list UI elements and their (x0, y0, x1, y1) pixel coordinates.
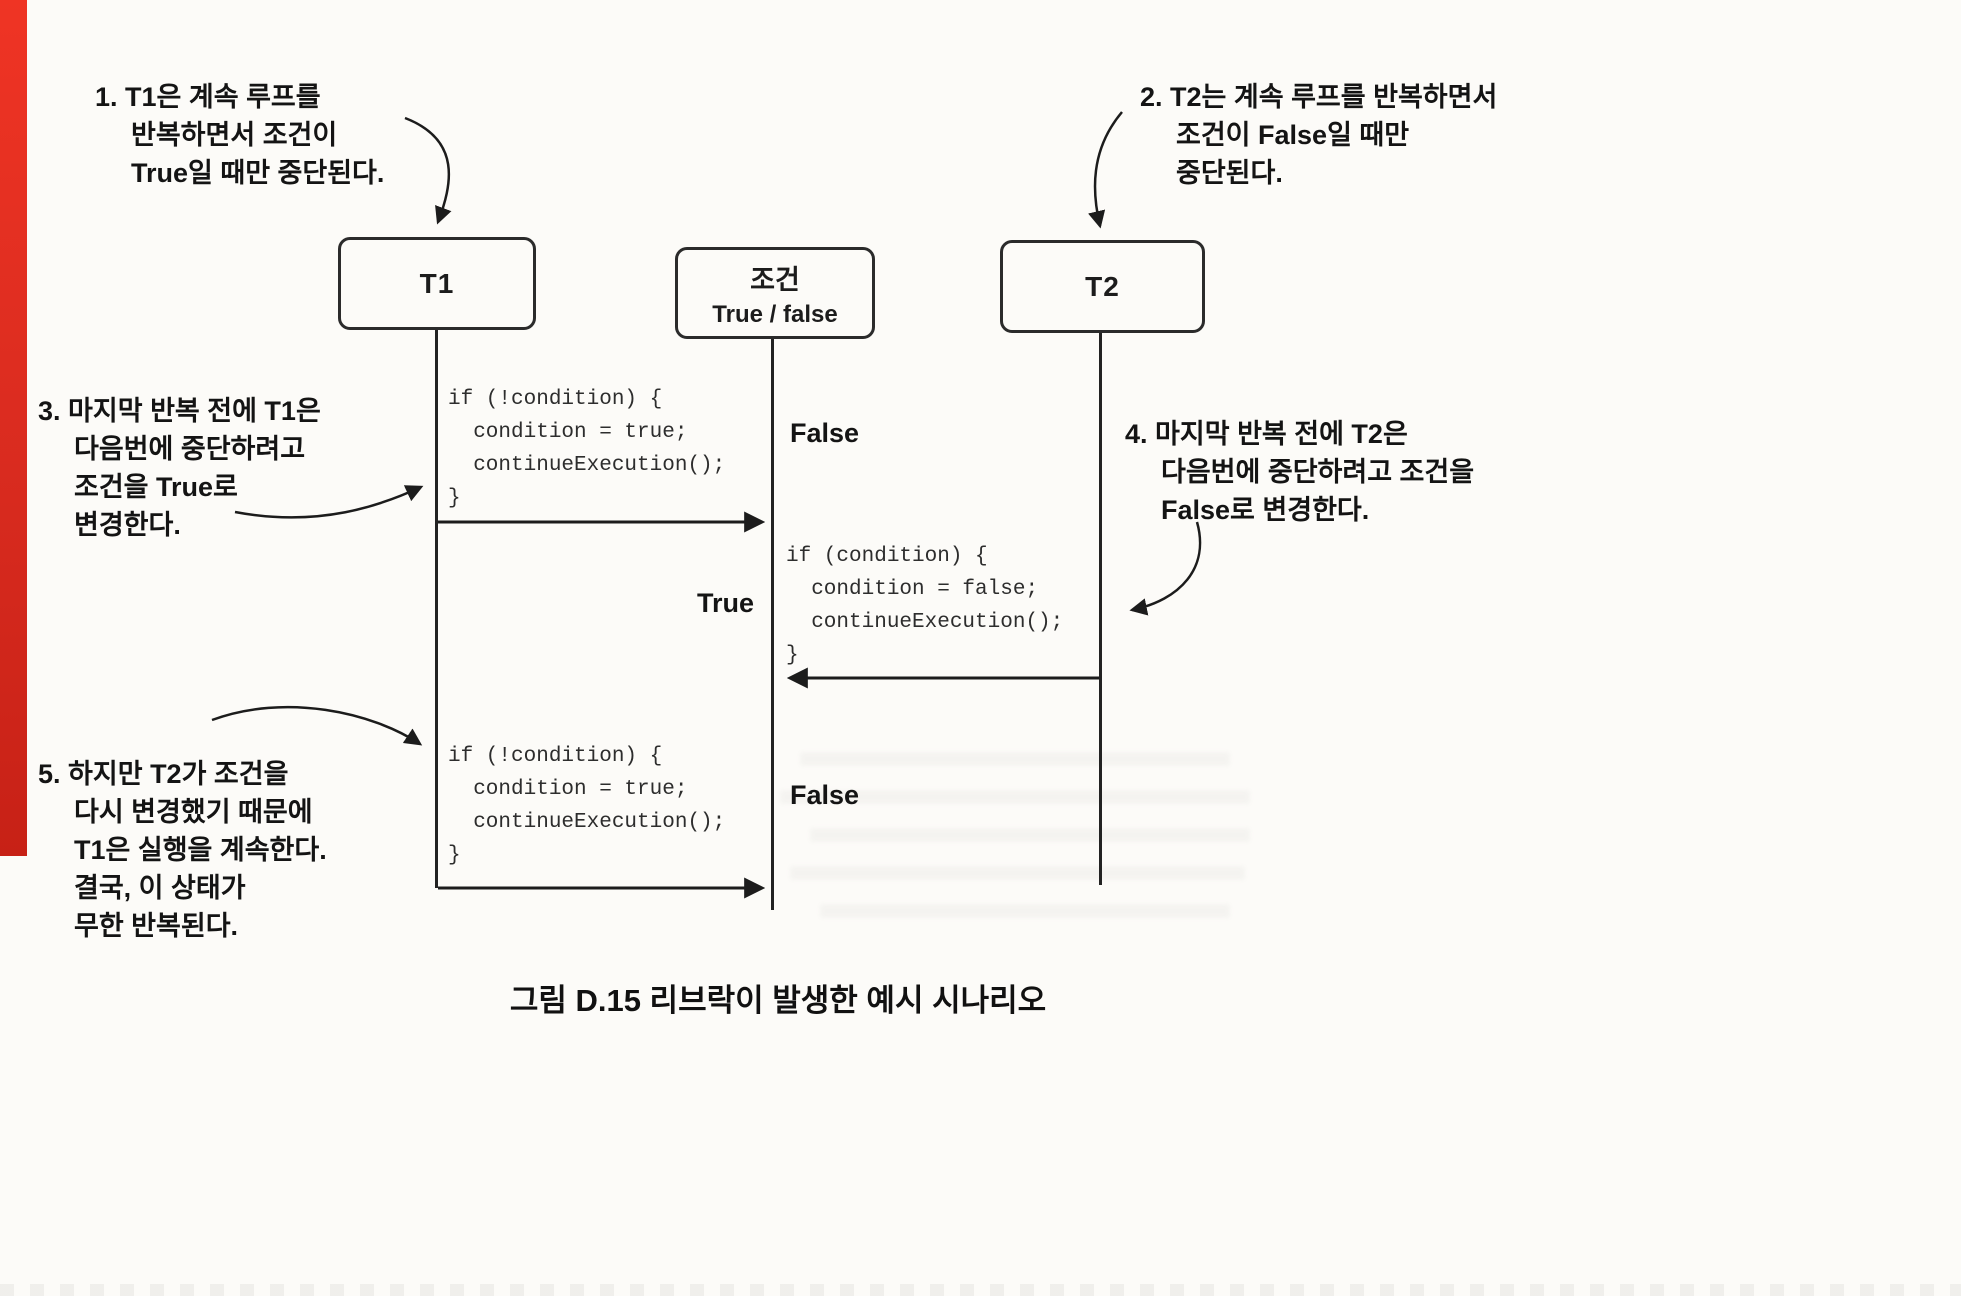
annotation-text: 다음번에 중단하려고 조건을 (1161, 457, 1475, 487)
bleed-through-artifact (790, 866, 1245, 880)
bleed-through-artifact (810, 828, 1250, 842)
code-line: continueExecution(); (448, 454, 726, 477)
code-line: if (!condition) { (448, 388, 663, 411)
node-condition-subtitle: True / false (712, 300, 838, 328)
code-line: continueExecution(); (448, 811, 726, 834)
annotation-3: 3. 마지막 반복 전에 T1은 다음번에 중단하려고 조건을 True로 변경… (38, 392, 321, 544)
node-condition: 조건 True / false (675, 247, 875, 339)
annotation-text: 조건이 False일 때만 (1176, 120, 1410, 150)
annotation-number: 2. (1140, 82, 1163, 112)
node-t1-label: T1 (419, 267, 455, 299)
annotation-number: 3. (38, 396, 61, 426)
code-line: } (448, 487, 461, 510)
annotation-text: 다시 변경했기 때문에 (74, 797, 313, 827)
annotation-text: 변경한다. (74, 510, 181, 540)
annotation-2: 2. T2는 계속 루프를 반복하면서 조건이 False일 때만 중단된다. (1140, 78, 1497, 192)
bleed-through-artifact (780, 790, 1250, 804)
annotation-1-arrow (404, 116, 452, 225)
code-block-t1-repeat: if (!condition) { condition = true; cont… (448, 740, 725, 872)
node-condition-title: 조건 (750, 264, 800, 295)
state-label-false-2: False (790, 780, 860, 810)
scan-red-strip (0, 0, 27, 856)
annotation-text: True일 때만 중단된다. (131, 158, 385, 188)
annotation-text: T1은 계속 루프를 (125, 82, 321, 112)
annotation-2-arrow (1088, 111, 1123, 229)
annotation-number: 1. (95, 82, 118, 112)
annotation-text: 반복하면서 조건이 (131, 120, 338, 150)
node-t2: T2 (1000, 240, 1205, 333)
annotation-text: T1은 실행을 계속한다. (74, 835, 327, 865)
figure-caption: 그림 D.15 리브락이 발생한 예시 시나리오 (509, 983, 1047, 1018)
code-line: } (786, 644, 799, 667)
code-block-t1-first: if (!condition) { condition = true; cont… (448, 383, 725, 515)
state-label-false-1: False (790, 418, 860, 448)
annotation-text: 중단된다. (1176, 158, 1283, 188)
code-line: } (448, 844, 461, 867)
annotation-text: 조건을 True로 (74, 472, 238, 502)
state-label-true: True (697, 588, 755, 618)
annotation-5: 5. 하지만 T2가 조건을 다시 변경했기 때문에 T1은 실행을 계속한다.… (38, 755, 327, 945)
code-line: condition = false; (786, 578, 1039, 601)
node-t1: T1 (338, 237, 536, 330)
code-line: condition = true; (448, 778, 688, 801)
node-t2-label: T2 (1085, 270, 1120, 302)
annotation-text: T2는 계속 루프를 반복하면서 (1170, 82, 1498, 112)
annotation-text: 다음번에 중단하려고 (74, 434, 306, 464)
lifeline-t1 (435, 330, 438, 888)
code-line: if (!condition) { (448, 745, 663, 768)
annotation-4-arrow (1129, 521, 1202, 616)
code-line: continueExecution(); (786, 611, 1064, 634)
annotation-text: 하지만 T2가 조건을 (68, 759, 289, 789)
annotation-text: False로 변경한다. (1161, 495, 1370, 525)
bleed-through-artifact (800, 752, 1230, 766)
lifeline-t2 (1099, 333, 1102, 885)
annotation-number: 5. (38, 759, 61, 789)
lifeline-condition (771, 339, 774, 910)
annotation-text: 마지막 반복 전에 T1은 (68, 396, 321, 426)
scan-noise (0, 1284, 1961, 1296)
annotation-4: 4. 마지막 반복 전에 T2은 다음번에 중단하려고 조건을 False로 변… (1125, 415, 1474, 529)
code-block-t2: if (condition) { condition = false; cont… (786, 540, 1063, 672)
code-line: condition = true; (448, 421, 688, 444)
annotation-1: 1. T1은 계속 루프를 반복하면서 조건이 True일 때만 중단된다. (95, 78, 384, 192)
annotation-text: 결국, 이 상태가 (74, 873, 246, 903)
bleed-through-artifact (820, 904, 1230, 918)
annotation-number: 4. (1125, 419, 1148, 449)
annotation-5-arrow (211, 705, 423, 746)
annotation-text: 무한 반복된다. (74, 911, 239, 941)
annotation-text: 마지막 반복 전에 T2은 (1155, 419, 1408, 449)
code-line: if (condition) { (786, 545, 988, 568)
